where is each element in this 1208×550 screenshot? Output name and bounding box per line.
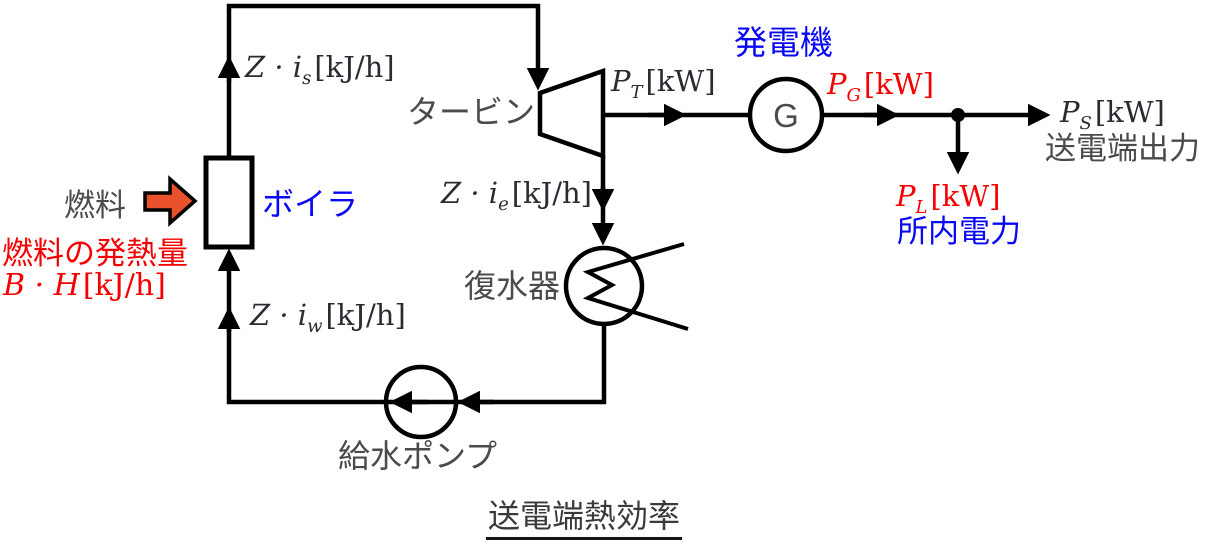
main-steam-enthalpy-label: Z · is[kJ/h] <box>245 50 395 89</box>
cooling-water-coil-icon <box>582 242 689 331</box>
turbine-label: タービン <box>406 94 535 130</box>
boiler-rect <box>203 155 255 250</box>
fuel-arrow-icon <box>143 175 198 227</box>
boiler-label: ボイラ <box>262 186 359 222</box>
diagram-title: 送電端熱効率 <box>486 499 683 540</box>
turbine-shape <box>537 67 606 160</box>
exhaust-steam-enthalpy-label: Z · ie[kJ/h] <box>440 176 592 215</box>
generator-power-label: PG[kW] <box>827 67 934 106</box>
fuel-label: 燃料 <box>64 188 126 223</box>
fuel-heat-caption: 燃料の発熱量 <box>2 236 188 271</box>
junction-dot <box>951 108 965 122</box>
condenser-circle <box>563 245 645 327</box>
feed-pump-label: 給水ポンプ <box>338 438 498 474</box>
turbine-power-label: PT[kW] <box>611 64 716 103</box>
station-power-caption: 所内電力 <box>897 214 1021 249</box>
sent-power-caption: 送電端出力 <box>1045 131 1200 166</box>
station-power-label: PL[kW] <box>896 179 1001 218</box>
generator-symbol: G <box>773 97 799 134</box>
generator-label: 発電機 <box>734 24 833 61</box>
condenser-label: 復水器 <box>463 268 560 304</box>
fuel-heat-value-label: B · H[kJ/h] <box>3 268 166 303</box>
feedwater-enthalpy-label: Z · iw[kJ/h] <box>250 298 406 337</box>
generator-circle <box>747 76 825 154</box>
feed-pump-circle <box>383 364 459 440</box>
sent-power-label: PS[kW] <box>1060 95 1165 134</box>
